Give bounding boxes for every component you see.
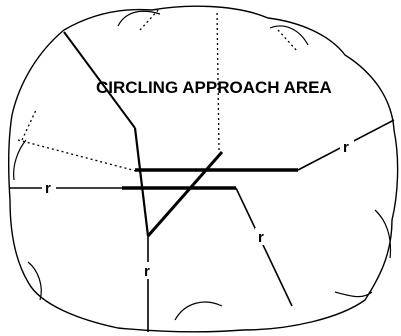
radius-label-bottom: r [144,263,150,280]
dotted-radius-left-tick [21,109,37,141]
boundary-arc-tick-left [13,139,27,181]
circling-area-boundary [7,5,399,333]
label-r-upper-right-bg [340,138,354,155]
label-r-right-bg [255,228,269,245]
radius-label-upper-right: r [343,139,349,156]
boundary-arc-tick-bottomleft [27,261,42,301]
boundary-arc-tick-bottom [174,301,223,321]
radius-line-center-left [133,127,150,237]
diagram-title: CIRCLING APPROACH AREA [96,78,332,97]
runway-diagonal [146,151,224,237]
label-r-bottom-bg [141,262,155,279]
boundary-arc-tick-right [374,209,392,259]
radius-line-upper-left [63,31,136,129]
dotted-radius-top [216,9,220,151]
radius-label-left: r [45,180,51,197]
dotted-radius-left [17,139,141,173]
radius-label-right: r [258,229,264,246]
boundary-arc-tick-topright [269,25,309,46]
boundary-arc-tick-bottomright [334,291,373,298]
boundary-arc-tick-top [117,10,161,27]
label-r-left-bg [42,179,56,196]
dotted-radius-topright-tick [277,29,299,53]
radius-line-right [235,187,293,307]
